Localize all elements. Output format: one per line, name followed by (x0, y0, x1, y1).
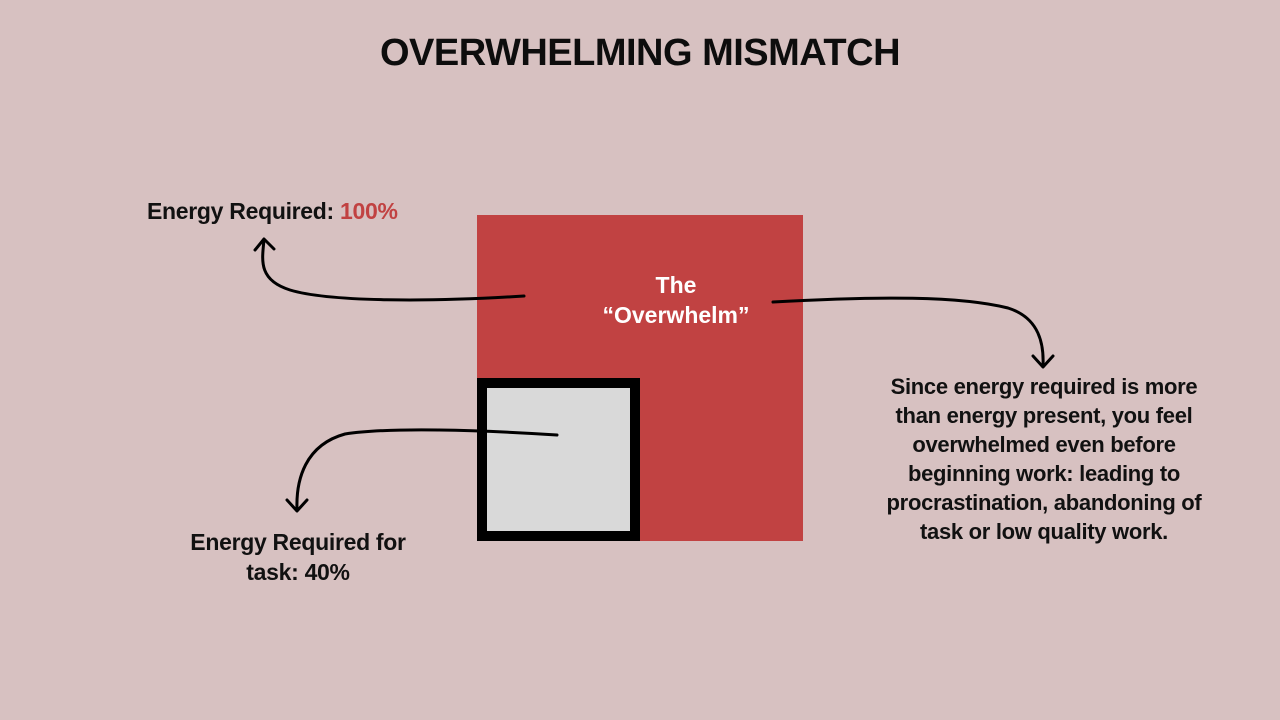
energy-required-total-label: Energy Required: 100% (147, 198, 398, 225)
overwhelm-label-line2: “Overwhelm” (602, 302, 750, 328)
arrow-to-explanation (771, 296, 1055, 369)
slide-title: OVERWHELMING MISMATCH (379, 32, 901, 74)
overwhelm-label: The “Overwhelm” (576, 270, 776, 330)
explanation-text: Since energy required is more than energ… (886, 374, 1202, 544)
task-energy-square (477, 378, 640, 541)
energy-required-task-label: Energy Required for task: 40% (180, 527, 416, 587)
energy-required-task-line1: Energy Required for (190, 529, 406, 555)
energy-required-task-line2: task: 40% (246, 559, 350, 585)
energy-required-total-value: 100% (340, 198, 398, 224)
energy-required-total-text: Energy Required: (147, 198, 334, 224)
arrow-to-task-energy (285, 428, 559, 513)
overwhelm-label-line1: The (655, 272, 697, 298)
arrow-to-energy-total (253, 237, 526, 302)
